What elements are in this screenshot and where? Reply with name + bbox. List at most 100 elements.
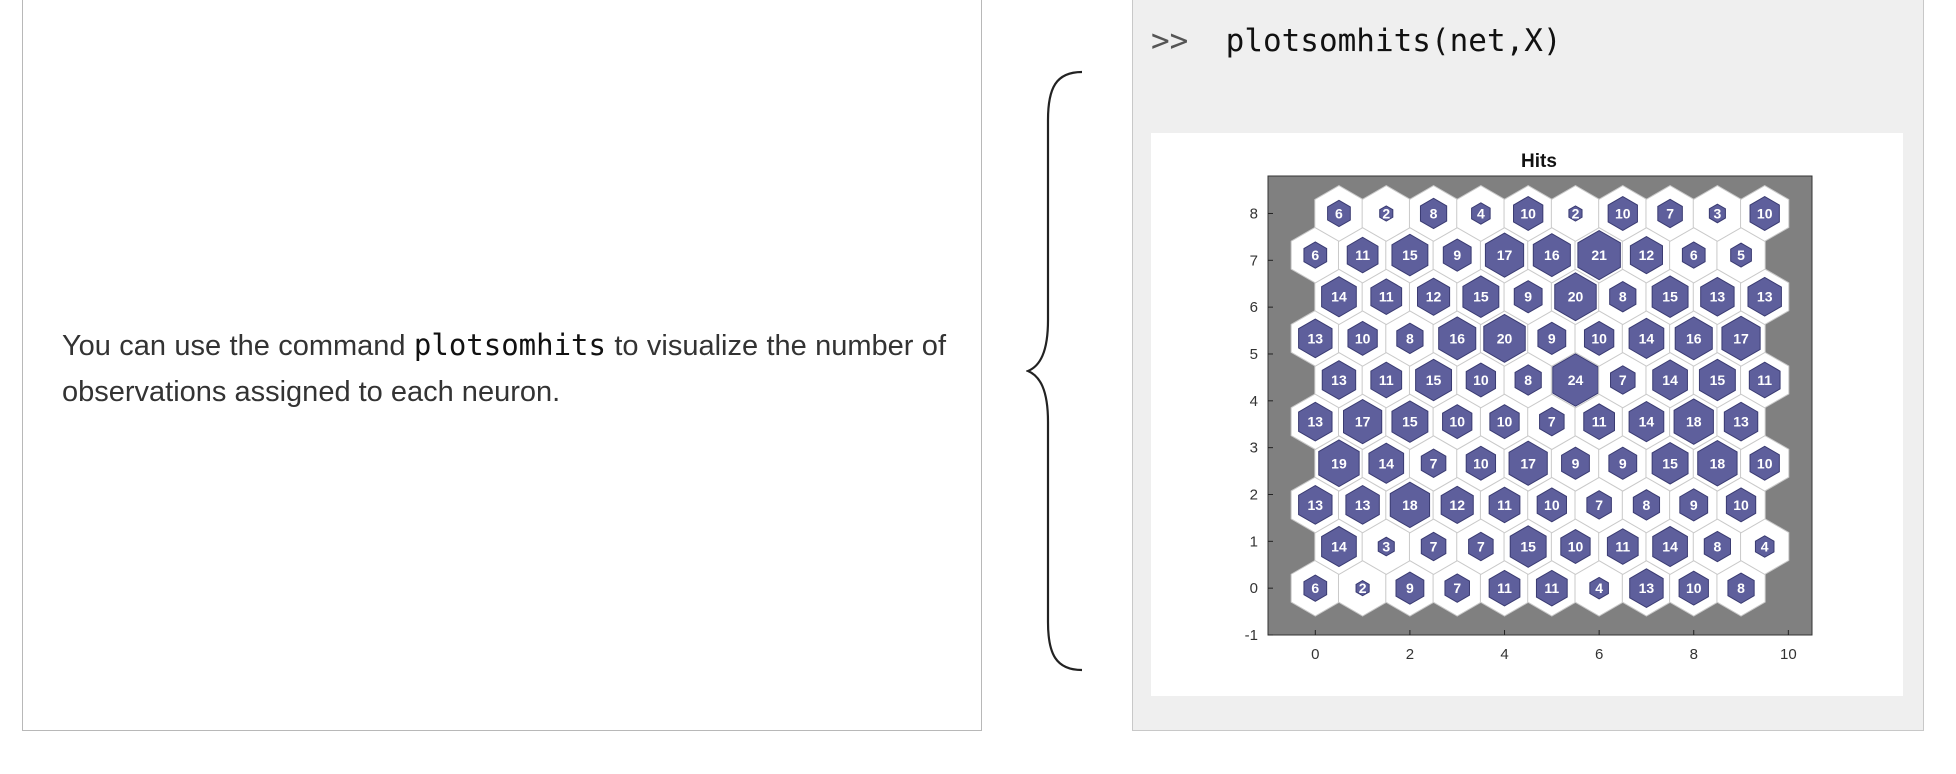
hit-count-label: 10 — [1449, 414, 1465, 430]
hit-count-label: 12 — [1639, 247, 1655, 263]
neuron-2-8: 9 — [1669, 476, 1719, 534]
hit-count-label: 13 — [1710, 289, 1726, 305]
hit-count-label: 10 — [1473, 372, 1489, 388]
hit-count-label: 9 — [1453, 247, 1461, 263]
hit-count-label: 12 — [1426, 289, 1442, 305]
hit-count-label: 14 — [1662, 539, 1678, 555]
hit-count-label: 20 — [1497, 330, 1513, 346]
neuron-8-4: 17 — [1479, 226, 1530, 284]
hit-marker — [1513, 280, 1543, 314]
neuron-7-7: 15 — [1645, 268, 1695, 326]
hit-marker — [1628, 317, 1665, 359]
neuron-0-9: 8 — [1716, 559, 1766, 617]
hit-marker — [1484, 232, 1525, 278]
hit-marker — [1468, 531, 1494, 562]
hit-marker — [1583, 403, 1615, 440]
hit-count-label: 8 — [1524, 372, 1532, 388]
neuron-3-2: 7 — [1408, 434, 1459, 492]
hit-count-label: 6 — [1335, 205, 1343, 221]
curly-brace — [1026, 70, 1083, 672]
hit-marker — [1417, 277, 1451, 316]
neuron-3-5: 9 — [1550, 434, 1601, 492]
neuron-8-8: 6 — [1669, 226, 1719, 284]
description-before: You can use the command — [62, 330, 414, 362]
hit-marker — [1391, 233, 1429, 277]
neuron-9-3: 4 — [1456, 185, 1506, 242]
hit-marker — [1415, 358, 1453, 402]
hit-marker — [1442, 404, 1473, 440]
hit-marker — [1420, 448, 1447, 479]
neuron-7-2: 12 — [1408, 268, 1459, 326]
neuron-2-9: 10 — [1716, 476, 1766, 534]
hit-count-label: 14 — [1331, 539, 1347, 555]
neuron-2-6: 7 — [1574, 476, 1624, 534]
hit-marker — [1725, 487, 1757, 523]
hit-count-label: 7 — [1477, 539, 1485, 555]
hit-count-label: 17 — [1733, 330, 1749, 346]
hit-marker — [1508, 440, 1548, 486]
hit-marker — [1321, 525, 1357, 568]
hit-count-label: 7 — [1666, 205, 1674, 221]
hit-marker — [1419, 197, 1448, 230]
neuron-4-4: 10 — [1479, 393, 1530, 451]
hit-marker — [1674, 316, 1713, 361]
neuron-4-2: 15 — [1385, 393, 1435, 451]
hit-marker — [1629, 568, 1664, 609]
hit-count-label: 18 — [1710, 455, 1726, 471]
neuron-7-8: 13 — [1692, 268, 1743, 326]
hit-marker — [1561, 446, 1590, 480]
hit-count-label: 20 — [1568, 289, 1584, 305]
neuron-7-1: 11 — [1361, 268, 1411, 326]
hit-count-label: 8 — [1430, 205, 1438, 221]
neuron-5-3: 10 — [1456, 351, 1506, 409]
hit-count-label: 10 — [1733, 497, 1749, 513]
neuron-9-0: 6 — [1314, 185, 1364, 242]
hit-marker — [1652, 359, 1688, 401]
hit-marker — [1537, 321, 1567, 355]
hit-count-label: 8 — [1737, 580, 1745, 596]
neuron-1-1: 3 — [1361, 518, 1411, 575]
neuron-0-8: 10 — [1669, 559, 1719, 617]
description-text: You can use the command plotsomhits to v… — [62, 322, 946, 415]
hit-marker — [1379, 205, 1394, 222]
hit-count-label: 11 — [1544, 580, 1559, 596]
hit-marker — [1535, 569, 1568, 607]
hit-count-label: 11 — [1379, 289, 1394, 305]
hit-marker — [1370, 361, 1403, 399]
console-command-line[interactable]: >> plotsomhits(net,X) — [1151, 23, 1562, 59]
hit-marker — [1444, 573, 1470, 603]
hit-count-label: 9 — [1572, 455, 1580, 471]
hit-marker — [1632, 489, 1661, 521]
neuron-7-3: 15 — [1456, 268, 1506, 326]
hit-marker — [1748, 361, 1781, 399]
hit-marker — [1471, 202, 1491, 225]
y-tick-label: 0 — [1250, 580, 1258, 597]
neuron-2-1: 13 — [1337, 476, 1388, 534]
hit-count-label: 10 — [1355, 330, 1371, 346]
hit-count-label: 13 — [1757, 289, 1773, 305]
neuron-8-6: 21 — [1574, 226, 1624, 284]
hit-marker — [1347, 320, 1378, 356]
hit-count-label: 9 — [1524, 289, 1532, 305]
neuron-7-6: 8 — [1598, 268, 1648, 326]
hit-marker — [1583, 320, 1615, 356]
neuron-6-1: 10 — [1337, 309, 1388, 367]
hit-marker — [1465, 445, 1497, 481]
y-tick-label: -1 — [1245, 627, 1258, 644]
hit-count-label: 5 — [1737, 247, 1745, 263]
hit-count-label: 11 — [1497, 497, 1512, 513]
hit-count-label: 10 — [1757, 205, 1773, 221]
hit-count-label: 17 — [1520, 455, 1536, 471]
neuron-9-2: 8 — [1408, 185, 1459, 242]
y-tick-label: 4 — [1250, 393, 1258, 410]
y-tick-label: 5 — [1250, 346, 1258, 363]
console-command: plotsomhits(net,X) — [1225, 23, 1562, 59]
description-after: to visualize the number of observations … — [62, 330, 946, 408]
neuron-3-0: 19 — [1314, 434, 1364, 492]
neuron-5-7: 14 — [1645, 351, 1695, 409]
neuron-0-2: 9 — [1385, 559, 1435, 617]
hit-count-label: 14 — [1639, 414, 1655, 430]
